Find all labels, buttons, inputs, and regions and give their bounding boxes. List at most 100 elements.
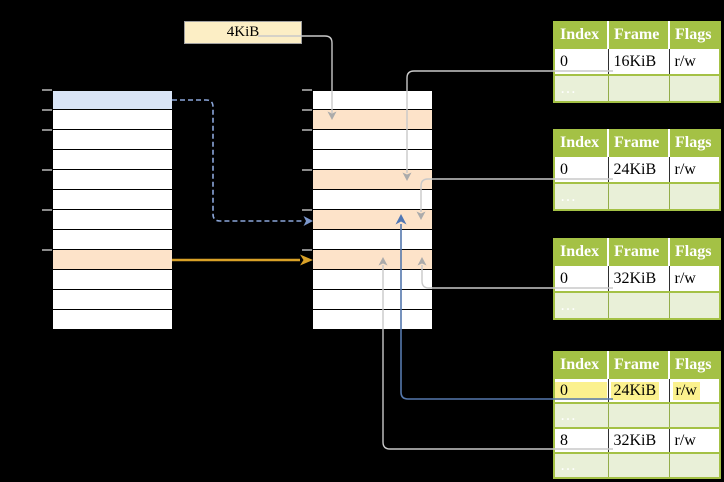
memory-row [53,210,172,230]
cell-frame [607,291,669,319]
cell-flags [668,74,720,102]
cell-flags [668,291,720,319]
memory-row-orange [313,250,432,270]
memory-row [313,230,432,250]
table-row: … [554,402,720,428]
tick-mark [302,169,312,171]
cell-index: 0 [554,47,608,75]
cell-flags: r/w [668,264,720,292]
memory-row [53,290,172,310]
cell-flags: r/w [668,155,720,183]
page-table-2: Index Frame Flags 0 24KiB r/w … [553,129,721,211]
col-header-index: Index [554,352,608,378]
memory-row [313,310,432,330]
col-header-flags: Flags [668,22,720,48]
col-header-frame: Frame [607,352,669,378]
page-table-4: Index Frame Flags 0 24KiB r/w … 8 32KiB … [553,351,721,479]
cell-index: … [554,291,608,319]
tick-mark [302,109,312,111]
tick-mark [42,129,52,131]
table-header-row: Index Frame Flags [554,22,720,48]
table-row: 0 32KiB r/w [554,264,720,292]
cell-index: 8 [554,427,608,453]
cell-flags: r/w [668,47,720,75]
tick-mark [42,209,52,211]
arrowhead-right-icon [303,216,313,226]
col-header-flags: Flags [668,352,720,378]
table-header-row: Index Frame Flags [554,352,720,378]
cell-flags: r/w [668,427,720,453]
table-row: … [554,182,720,210]
memory-row [313,90,432,110]
table-row: 0 16KiB r/w [554,47,720,75]
arrowhead-right-icon [300,254,313,266]
tick-mark [302,129,312,131]
cell-flags: r/w [668,377,720,403]
memory-row [313,130,432,150]
table-header-row: Index Frame Flags [554,239,720,265]
tick-mark [302,89,312,91]
cell-frame: 24KiB [607,377,669,403]
tick-mark [302,209,312,211]
cell-index: 0 [554,377,608,403]
page-table-1: Index Frame Flags 0 16KiB r/w … [553,21,721,103]
table-row: 0 24KiB r/w [554,155,720,183]
cell-index: … [554,74,608,102]
tick-mark [42,89,52,91]
cell-frame [607,182,669,210]
memory-row-blue [53,90,172,110]
col-header-index: Index [554,239,608,265]
physical-memory-column [313,90,432,330]
cell-frame: 32KiB [607,264,669,292]
table-row: … [554,74,720,102]
table-row: … [554,452,720,478]
memory-row-orange [313,210,432,230]
cell-index: 0 [554,264,608,292]
highlight: r/w [672,381,700,400]
table-row: 8 32KiB r/w [554,427,720,453]
tick-mark [42,109,52,111]
tick-mark [302,249,312,251]
col-header-frame: Frame [607,239,669,265]
col-header-frame: Frame [607,22,669,48]
cell-frame [607,452,669,478]
memory-row [313,290,432,310]
col-header-flags: Flags [668,130,720,156]
tick-mark [42,249,52,251]
memory-row [53,270,172,290]
memory-row [53,230,172,250]
cell-flags [668,182,720,210]
page-table-3: Index Frame Flags 0 32KiB r/w … [553,238,721,320]
memory-row [53,170,172,190]
highlight: 0 [555,381,607,400]
memory-row-orange [313,170,432,190]
cell-frame [607,74,669,102]
memory-row [53,110,172,130]
memory-row [53,190,172,210]
memory-row [53,310,172,330]
tick-mark [42,169,52,171]
col-header-index: Index [554,22,608,48]
memory-row [53,150,172,170]
cell-flags [668,402,720,428]
page-size-badge: 4KiB [184,21,302,44]
highlight: 24KiB [610,381,660,400]
cell-frame: 24KiB [607,155,669,183]
memory-row [53,130,172,150]
cell-index: … [554,452,608,478]
cell-index: 0 [554,155,608,183]
col-header-frame: Frame [607,130,669,156]
cell-frame: 32KiB [607,427,669,453]
memory-row-orange [53,250,172,270]
table-header-row: Index Frame Flags [554,130,720,156]
memory-row [313,150,432,170]
arrow-virtual-to-physical-dashed [172,99,302,222]
cell-frame: 16KiB [607,47,669,75]
col-header-flags: Flags [668,239,720,265]
cell-index: … [554,182,608,210]
virtual-memory-column [53,90,172,330]
table-row: … [554,291,720,319]
memory-row [313,190,432,210]
col-header-index: Index [554,130,608,156]
